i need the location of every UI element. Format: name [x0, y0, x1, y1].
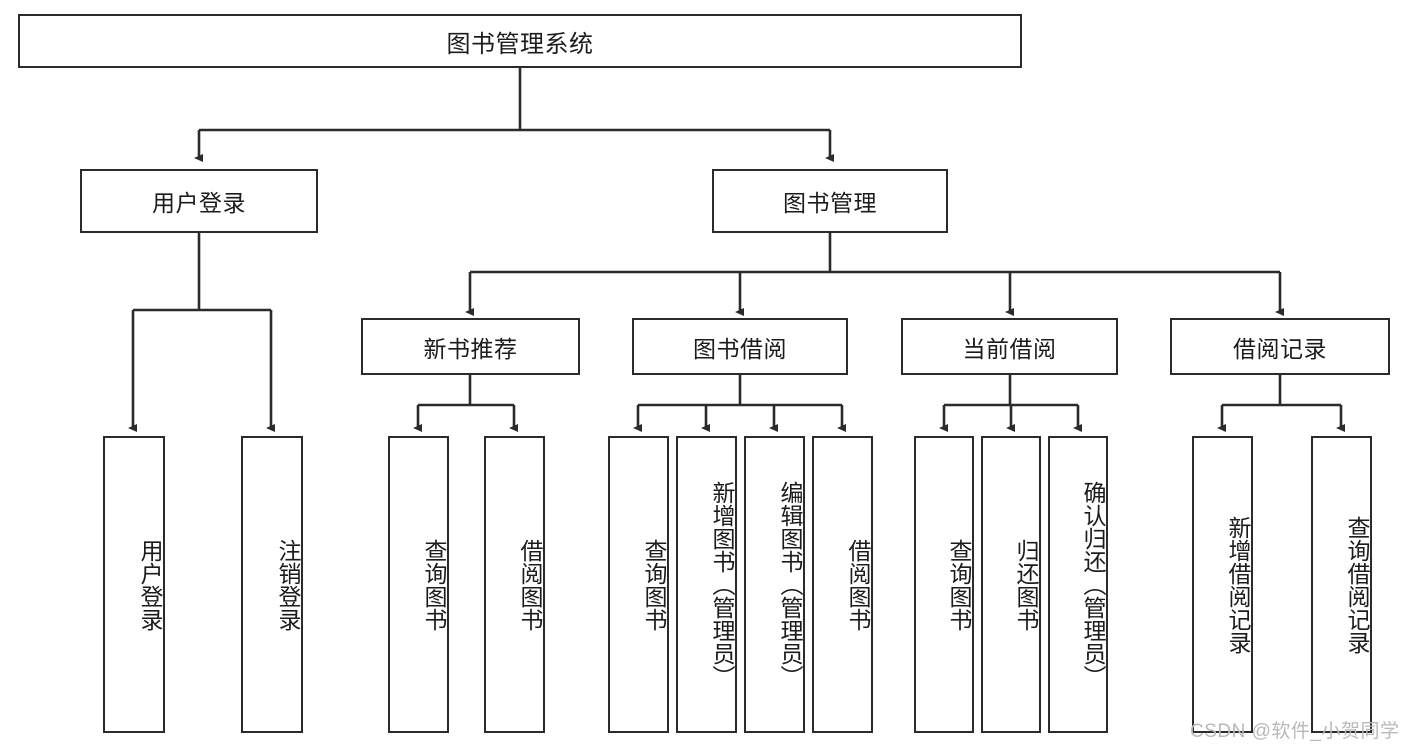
- node-label: 查询图书: [641, 538, 667, 631]
- leaf-query-book-borrow[interactable]: 查询图书: [608, 436, 669, 733]
- node-label: 新书推荐: [423, 335, 518, 362]
- node-label: 图书管理: [783, 190, 877, 216]
- leaf-add-book-admin[interactable]: 新增图书（管理员）: [676, 436, 737, 733]
- leaf-return-book[interactable]: 归还图书: [981, 436, 1041, 733]
- node-borrow-record[interactable]: 借阅记录: [1170, 318, 1390, 375]
- leaf-borrow-book[interactable]: 借阅图书: [812, 436, 873, 733]
- node-label: 查询图书: [421, 538, 447, 631]
- node-label: 注销登录: [275, 538, 301, 631]
- node-book-borrow[interactable]: 图书借阅: [632, 318, 848, 375]
- node-label: 归还图书: [1013, 538, 1039, 631]
- node-label: 用户登录: [152, 190, 246, 216]
- node-label: 确认归还（管理员）: [1080, 481, 1106, 688]
- node-book-management[interactable]: 图书管理: [712, 169, 948, 233]
- node-label: 查询借阅记录: [1344, 515, 1370, 654]
- leaf-confirm-return-admin[interactable]: 确认归还（管理员）: [1048, 436, 1108, 733]
- csdn-watermark: CSDN @软件_小贺同学: [1190, 721, 1400, 742]
- node-label: 借阅记录: [1233, 335, 1327, 362]
- node-label: 新增借阅记录: [1225, 515, 1251, 654]
- node-label: 图书管理系统: [446, 30, 594, 58]
- node-label: 编辑图书（管理员）: [777, 481, 803, 688]
- node-label: 用户登录: [137, 538, 163, 631]
- leaf-logout[interactable]: 注销登录: [241, 436, 303, 733]
- leaf-query-book-recommendation[interactable]: 查询图书: [388, 436, 449, 733]
- leaf-edit-book-admin[interactable]: 编辑图书（管理员）: [744, 436, 805, 733]
- node-label: 借阅图书: [845, 538, 871, 631]
- leaf-query-borrow-record[interactable]: 查询借阅记录: [1311, 436, 1372, 733]
- node-label: 查询图书: [946, 538, 972, 631]
- node-root[interactable]: 图书管理系统: [18, 14, 1022, 68]
- leaf-query-book-current[interactable]: 查询图书: [914, 436, 974, 733]
- leaf-borrow-book-recommendation[interactable]: 借阅图书: [484, 436, 545, 733]
- leaf-user-login[interactable]: 用户登录: [103, 436, 165, 733]
- node-label: 当前借阅: [962, 335, 1057, 362]
- node-label: 借阅图书: [517, 538, 543, 631]
- node-current-borrow[interactable]: 当前借阅: [901, 318, 1118, 375]
- node-label: 图书借阅: [693, 335, 787, 362]
- node-user-login[interactable]: 用户登录: [80, 169, 318, 233]
- node-label: 新增图书（管理员）: [709, 481, 735, 688]
- leaf-add-borrow-record[interactable]: 新增借阅记录: [1192, 436, 1253, 733]
- node-new-book-recommendation[interactable]: 新书推荐: [361, 318, 580, 375]
